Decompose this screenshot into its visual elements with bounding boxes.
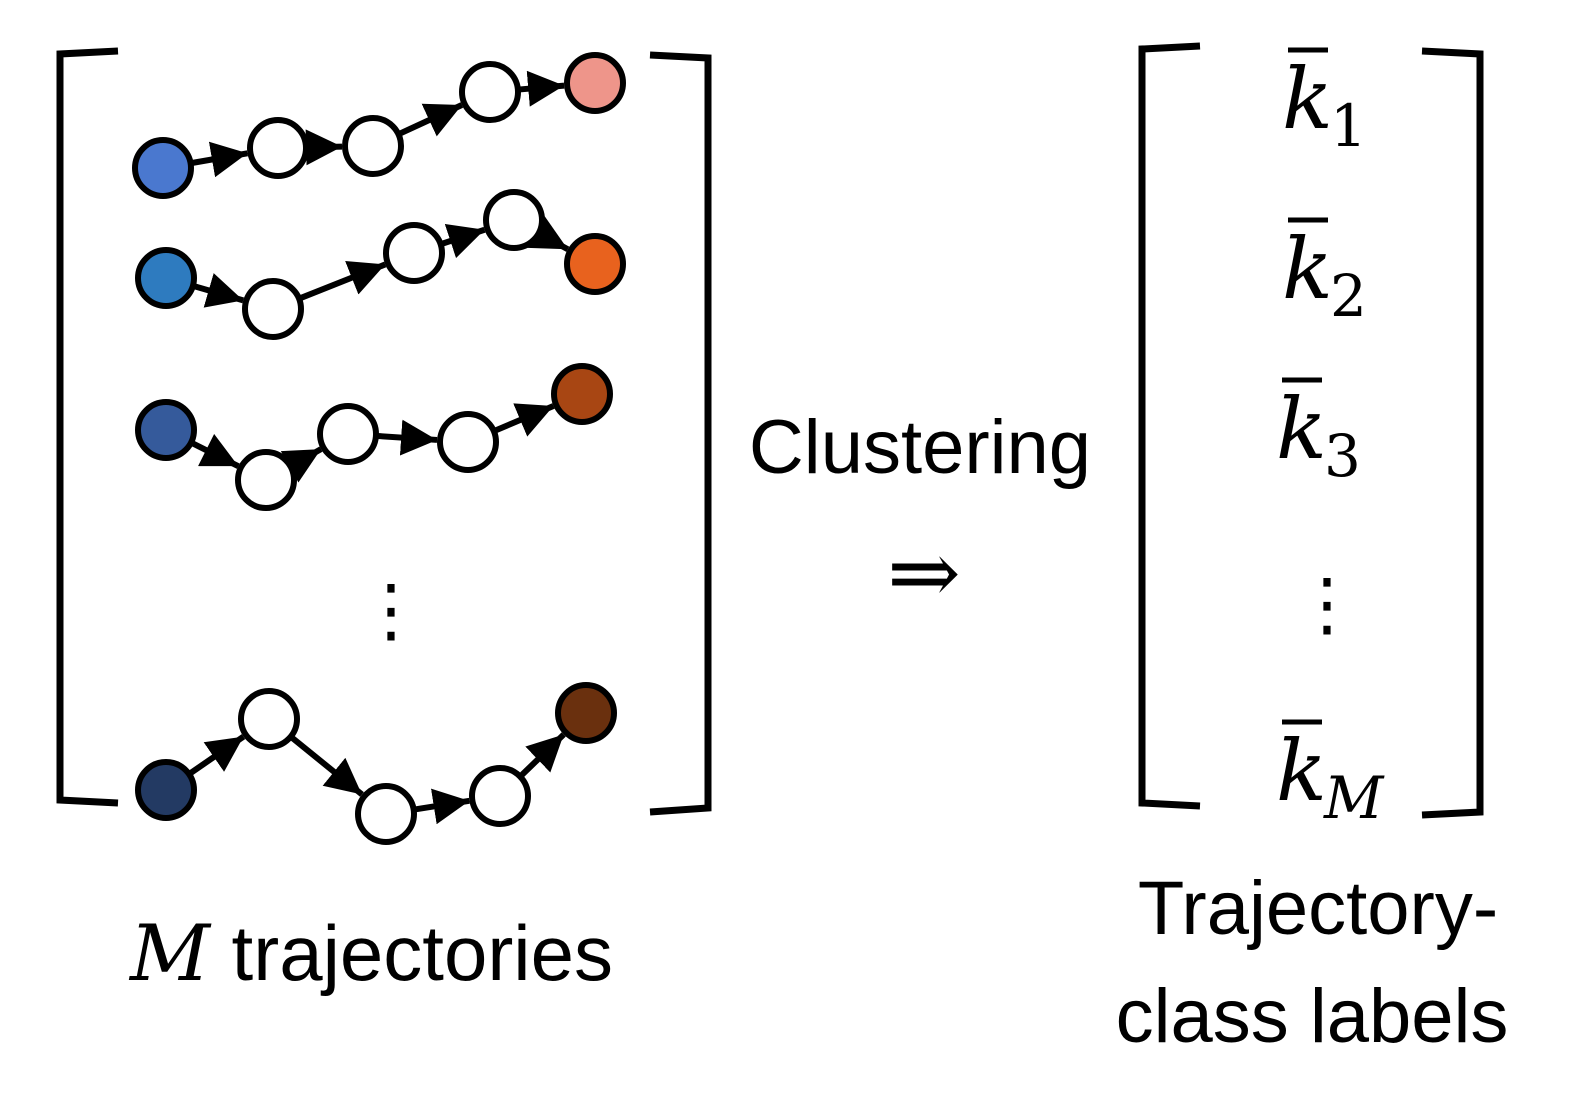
class-label-2-symbol: k [1282, 220, 1333, 318]
trajectory-2-edge-2 [299, 261, 387, 301]
trajectory-4-end-node [555, 682, 617, 744]
trajectory-4-node-4 [469, 765, 531, 827]
class-label-1-subscript: 1 [1330, 92, 1367, 160]
class-label-m-subscript: M [1323, 764, 1385, 832]
class-label-m: k M [1276, 719, 1385, 832]
trajectory-2 [135, 189, 626, 340]
trajectory-2-node-2 [242, 278, 304, 340]
left-matrix-close-bracket [649, 51, 712, 816]
trajectory-1-edge-2 [305, 129, 343, 166]
trajectory-2-node-3 [383, 222, 445, 284]
trajectory-3-edge-2 [280, 446, 323, 483]
trajectory-3-edge-4 [494, 403, 555, 437]
trajectory-1-edge-1 [192, 141, 248, 178]
trajectory-row-ellipsis: ⋮ [356, 571, 426, 649]
trajectory-3-node-3 [317, 403, 379, 465]
trajectory-3-node-4 [437, 411, 499, 473]
trajectory-4-edge-2 [290, 735, 364, 797]
right-matrix-open-bracket [1138, 42, 1201, 810]
trajectory-4-node-2 [238, 688, 300, 750]
trajectory-3-edge-1 [191, 433, 240, 469]
class-label-3-symbol: k [1276, 380, 1327, 478]
trajectory-3-node-2 [235, 449, 297, 511]
trajectory-2-edge-4 [527, 216, 570, 252]
trajectory-1-node-2 [247, 117, 309, 179]
trajectory-3-end-node [551, 363, 613, 425]
trajectory-1-end-node [564, 52, 626, 114]
class-label-2-subscript: 2 [1330, 262, 1367, 330]
trajectory-1-edge-4 [519, 70, 565, 107]
trajectory-3-edge-3 [377, 419, 438, 456]
trajectory-1-edge-3 [398, 102, 464, 137]
class-label-1-symbol: k [1282, 50, 1333, 148]
trajectory-rows [132, 52, 626, 845]
trajectory-2-edge-3 [441, 223, 486, 259]
trajectory-4-start-node [135, 759, 197, 821]
trajectory-4-edge-1 [188, 734, 246, 776]
left-caption-text: trajectories [210, 909, 613, 997]
trajectory-4-edge-4 [519, 732, 566, 778]
class-label-3-subscript: 3 [1324, 422, 1361, 490]
implies-arrow: ⇒ [887, 521, 961, 624]
right-caption-line2: class labels [1116, 974, 1509, 1059]
left-caption-symbol: M [128, 909, 212, 999]
trajectory-4-edge-3 [415, 788, 470, 825]
trajectory-2-edge-1 [193, 273, 245, 308]
class-label-1: k 1 [1282, 47, 1367, 160]
trajectory-1-node-3 [342, 115, 404, 177]
clustering-label: Clustering [749, 405, 1091, 490]
trajectory-2-end-node [564, 233, 626, 295]
class-label-2: k 2 [1282, 217, 1367, 330]
trajectory-4 [135, 682, 617, 845]
class-label-3: k 3 [1276, 377, 1361, 490]
right-caption-line1: Trajectory- [1138, 866, 1498, 951]
trajectory-2-start-node [135, 247, 197, 309]
left-matrix-open-bracket [56, 47, 119, 807]
trajectory-1-start-node [132, 137, 194, 199]
right-matrix-close-bracket [1421, 47, 1484, 819]
trajectory-4-node-3 [355, 783, 417, 845]
trajectory-2-node-4 [483, 189, 545, 251]
trajectory-3 [135, 363, 613, 511]
trajectory-1 [132, 52, 626, 199]
left-caption: M trajectories [128, 909, 613, 999]
trajectory-3-start-node [135, 399, 197, 461]
class-label-ellipsis: ⋮ [1292, 565, 1362, 643]
trajectory-1-node-4 [459, 61, 521, 123]
class-label-m-symbol: k [1276, 722, 1327, 820]
